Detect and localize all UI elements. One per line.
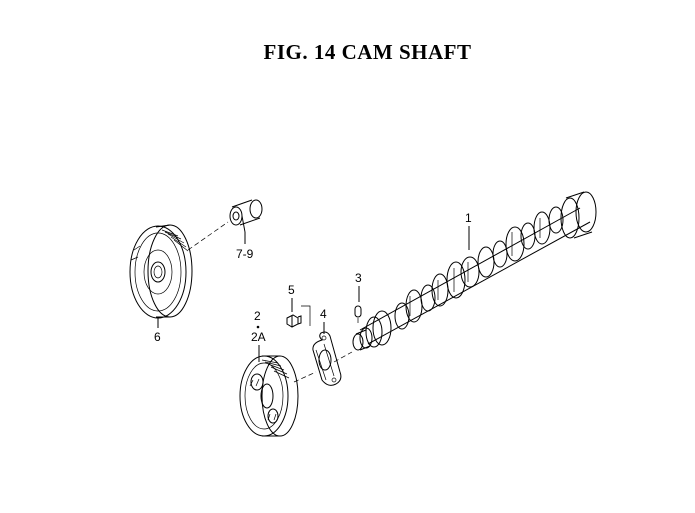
callout-6: 6 xyxy=(154,330,161,344)
callout-dot xyxy=(256,325,260,329)
callout-2: 2 xyxy=(254,309,261,323)
key-part-3 xyxy=(354,305,362,318)
thrust-plate-part-4 xyxy=(312,331,342,386)
leader-line xyxy=(301,305,311,326)
idler-gear-part-6 xyxy=(129,224,193,319)
callout-2a: 2A xyxy=(251,330,266,344)
callout-4: 4 xyxy=(320,307,327,321)
bolt-part-5 xyxy=(286,314,302,328)
callout-1: 1 xyxy=(465,211,472,225)
callout-3: 3 xyxy=(355,271,362,285)
shaft-part-7-9 xyxy=(229,199,263,233)
camshaft-part-1 xyxy=(352,191,597,351)
assembly-axis-line xyxy=(333,351,353,363)
callout-7-9: 7-9 xyxy=(236,247,254,261)
assembly-axis-line xyxy=(293,371,317,383)
assembly-axis-line xyxy=(187,221,229,251)
callout-5: 5 xyxy=(288,283,295,297)
cam-gear-part-2 xyxy=(239,355,299,437)
figure-title: FIG. 14 CAM SHAFT xyxy=(263,40,472,64)
